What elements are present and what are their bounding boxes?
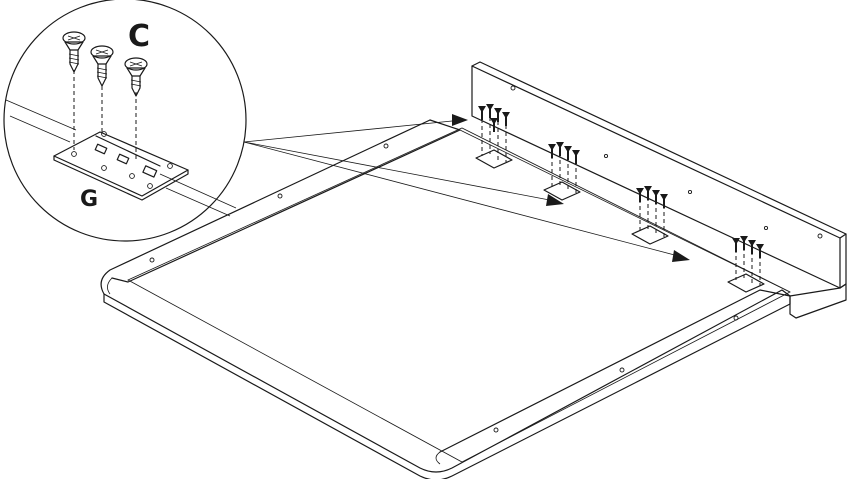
screw-icon	[90, 45, 114, 87]
arrow-head-icon	[452, 114, 468, 126]
part-label-g: G	[80, 187, 98, 212]
hinge-4	[727, 240, 765, 293]
leader-arrows	[243, 114, 690, 262]
screw-set-1	[478, 104, 510, 132]
screw-set-3	[636, 186, 668, 208]
hinge-detail	[53, 131, 189, 201]
screw-set-4	[732, 236, 764, 258]
screw-set-2	[548, 142, 580, 164]
back-panel	[471, 61, 847, 319]
part-label-c: C	[128, 19, 150, 54]
screw-sets	[478, 104, 764, 258]
screw-icon	[62, 31, 86, 73]
arrow-head-icon	[672, 250, 690, 262]
arrow-head-icon	[546, 194, 564, 206]
screw-icon	[124, 57, 148, 97]
detail-callout: C G	[3, 0, 247, 242]
